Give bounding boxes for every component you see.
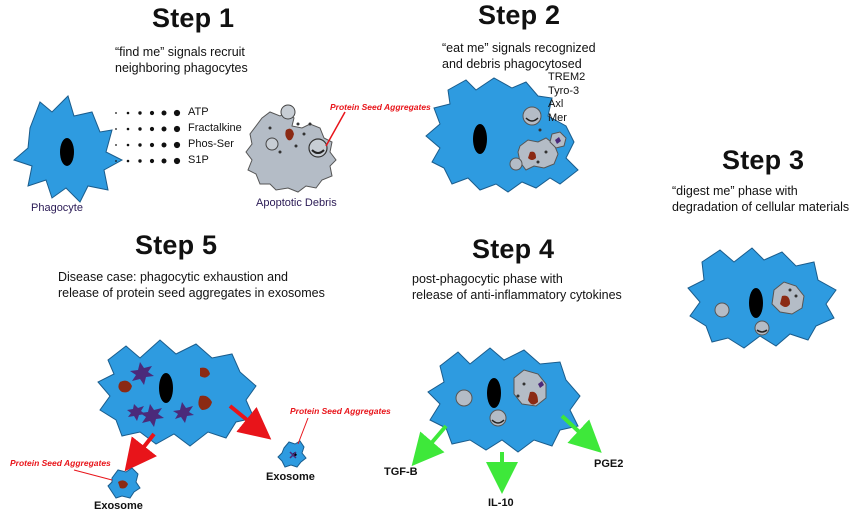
phagocyte-cell-step1 [13, 95, 124, 203]
arrow-exosome-left [124, 432, 157, 472]
signal-phos-ser: Phos-Ser [188, 138, 234, 150]
step5-title: Step 5 [135, 230, 218, 260]
apoptotic-debris-label: Apoptotic Debris [256, 197, 337, 209]
exosome-label-left: Exosome [94, 500, 143, 512]
signal-dot [173, 125, 181, 133]
signal-dot [149, 110, 155, 116]
step5-description: Disease case: phagocytic exhaustion and … [58, 269, 325, 301]
apoptotic-debris-cluster [245, 104, 337, 193]
exosome-left [107, 467, 141, 499]
step1-desc-line1: “find me” signals recruit [115, 45, 245, 59]
step2-desc-line1: “eat me” signals recognized [442, 41, 596, 55]
nucleus [60, 138, 74, 166]
signal-s1p: S1P [188, 154, 209, 166]
step3-desc-line2: degradation of cellular materials [672, 200, 850, 214]
step4-description: post-phagocytic phase with release of an… [412, 271, 622, 303]
pointer-line-exosome-right [297, 417, 309, 445]
phagocyte-cell-step4 [427, 347, 581, 453]
signal-dot [161, 126, 167, 132]
signal-dot [149, 158, 155, 164]
step3-title: Step 3 [722, 145, 805, 175]
signal-dot [115, 128, 117, 130]
exosome-label-right: Exosome [266, 471, 315, 483]
step1-description: “find me” signals recruit neighboring ph… [115, 44, 248, 76]
arrow-pge2 [560, 414, 602, 453]
arrow-tgf-b [411, 424, 448, 467]
phagocyte-cell-step3 [687, 247, 837, 349]
signal-dot [149, 142, 155, 148]
step3-desc-line1: “digest me” phase with [672, 184, 798, 198]
receptor-list: TREM2 Tyro-3 Axl Mer [548, 71, 585, 125]
signal-dot [126, 111, 130, 115]
receptor-trem2: TREM2 [548, 71, 586, 83]
signal-dot [138, 127, 142, 131]
signal-dot [161, 142, 167, 148]
signal-dot [173, 157, 181, 165]
phagocyte-label: Phagocyte [31, 202, 83, 214]
signal-dot [138, 159, 142, 163]
exosome-right [277, 440, 307, 468]
step4-desc-line2: release of anti-inflammatory cytokines [412, 288, 622, 302]
signal-dot [126, 127, 130, 131]
protein-seed-aggregates-label-exosome-right: Protein Seed Aggregates [290, 406, 391, 416]
step2-description: “eat me” signals recognized and debris p… [442, 40, 596, 72]
signal-dot [161, 110, 167, 116]
step5-desc-line1: Disease case: phagocytic exhaustion and [58, 270, 289, 284]
step2-desc-line2: and debris phagocytosed [442, 57, 582, 71]
signal-dot [115, 160, 117, 162]
signal-atp: ATP [188, 106, 209, 118]
signal-gradient-dots [115, 109, 181, 165]
step4-title: Step 4 [472, 234, 555, 264]
step3-description: “digest me” phase with degradation of ce… [672, 183, 849, 215]
receptor-tyro3: Tyro-3 [548, 84, 580, 97]
step5-desc-line2: release of protein seed aggregates in ex… [58, 286, 325, 300]
step4-desc-line1: post-phagocytic phase with [412, 272, 563, 286]
phagocyte-cell-step2 [425, 77, 579, 193]
cytokine-tgf-b: TGF-B [384, 466, 418, 478]
signal-dot [173, 109, 181, 117]
signal-dot [173, 141, 181, 149]
step1-desc-line2: neighboring phagocytes [115, 61, 248, 75]
pointer-line-step1 [325, 111, 346, 147]
signal-dot [126, 159, 130, 163]
cytokine-il-10: IL-10 [488, 497, 514, 509]
protein-seed-aggregates-label-exosome-left: Protein Seed Aggregates [10, 458, 111, 468]
step2-title: Step 2 [478, 0, 561, 30]
signal-dot [149, 126, 155, 132]
signal-dot [161, 158, 167, 164]
receptor-axl: Axl [548, 98, 564, 110]
receptor-mer: Mer [548, 111, 567, 124]
signal-fractalkine: Fractalkine [188, 122, 242, 134]
arrow-exosome-right [228, 404, 272, 440]
pointer-line-exosome-left [73, 469, 113, 481]
cytokine-pge2: PGE2 [594, 458, 624, 470]
signal-dot [138, 143, 142, 147]
protein-seed-aggregates-label-step1: Protein Seed Aggregates [330, 102, 431, 112]
signal-dot [138, 111, 142, 115]
signal-dot [115, 144, 117, 146]
phagocyte-cell-step5 [97, 339, 257, 447]
step1-title: Step 1 [152, 3, 235, 33]
signal-dot [126, 143, 130, 147]
signal-dot [115, 112, 117, 114]
